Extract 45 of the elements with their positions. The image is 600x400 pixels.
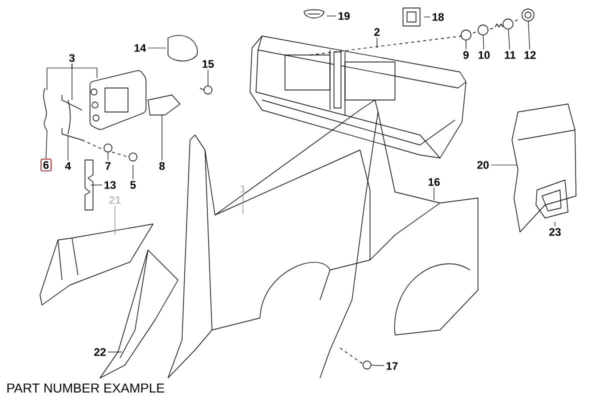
callout-number: 7 — [105, 162, 111, 170]
callout-number: 11 — [504, 51, 516, 59]
callout-number: 2 — [374, 28, 380, 36]
leader-line — [376, 37, 378, 48]
part-drawing — [104, 144, 112, 152]
leader-line — [132, 164, 134, 180]
part-drawing — [460, 30, 472, 40]
callout-number: 23 — [549, 228, 561, 236]
callout-number: 16 — [428, 178, 440, 186]
callout-number: 3 — [69, 54, 75, 62]
part-drawing — [204, 86, 212, 94]
leader-line — [114, 205, 116, 236]
callout-number: 12 — [524, 51, 536, 59]
part-drawing — [502, 18, 514, 30]
part-drawing — [362, 360, 372, 370]
leader-line — [508, 29, 510, 50]
callout-number: 8 — [159, 162, 165, 170]
highlighted-callout-number: 6 — [40, 158, 52, 172]
leader-line — [424, 16, 430, 18]
leader-line — [490, 164, 518, 166]
callout-number: 20 — [477, 161, 489, 169]
leader-line — [242, 194, 244, 214]
leader-line — [528, 21, 530, 50]
leader-line — [46, 63, 98, 90]
callout-number: 15 — [202, 60, 214, 68]
callout-number: 5 — [130, 181, 136, 189]
leader-line — [554, 222, 556, 227]
callout-number: 18 — [432, 13, 444, 21]
callout-number: 14 — [134, 44, 146, 52]
callout-number: 19 — [338, 12, 350, 20]
callout-number: 9 — [463, 51, 469, 59]
part-drawing — [478, 24, 488, 36]
callout-number: 10 — [478, 51, 490, 59]
part-drawing — [522, 8, 534, 22]
caption: PART NUMBER EXAMPLE — [7, 384, 164, 393]
leader-line — [46, 132, 48, 160]
callout-number: 22 — [94, 348, 106, 356]
callout-number: 4 — [65, 162, 71, 170]
leader-line — [371, 364, 384, 366]
callout-number: 13 — [104, 181, 116, 189]
leader-line — [482, 35, 484, 50]
callout-number: 17 — [386, 362, 398, 370]
callout-number: 1 — [240, 185, 246, 193]
leader-line — [90, 184, 102, 186]
callout-number: 21 — [109, 196, 121, 204]
